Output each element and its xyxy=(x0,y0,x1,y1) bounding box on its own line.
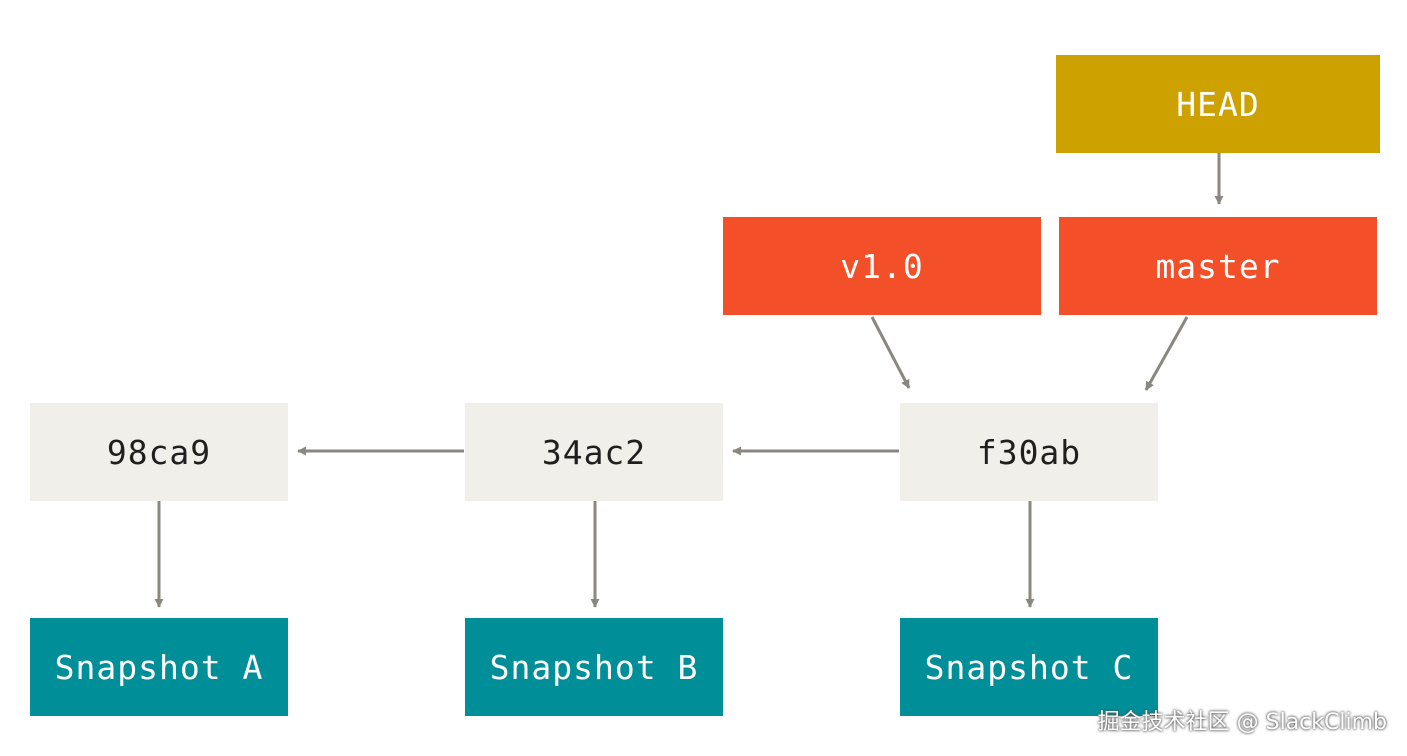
branch-label: master xyxy=(1155,246,1281,286)
snapshot-node-b: Snapshot B xyxy=(465,618,723,716)
snapshot-label: Snapshot B xyxy=(489,647,699,687)
watermark-text: 掘金技术社区 @ SlackClimb xyxy=(1097,710,1387,735)
snapshot-label: Snapshot A xyxy=(54,647,264,687)
commit-node-98ca9: 98ca9 xyxy=(30,403,288,501)
tag-v1-node: v1.0 xyxy=(723,217,1041,315)
branch-master-node: master xyxy=(1059,217,1377,315)
head-label: HEAD xyxy=(1176,84,1260,124)
snapshot-node-a: Snapshot A xyxy=(30,618,288,716)
arrow-master-to-f30ab xyxy=(1144,316,1189,391)
commit-node-f30ab: f30ab xyxy=(900,403,1158,501)
head-pointer: HEAD xyxy=(1056,55,1380,153)
commit-id: 34ac2 xyxy=(541,432,647,472)
commit-id: 98ca9 xyxy=(106,432,212,472)
snapshot-node-c: Snapshot C xyxy=(900,618,1158,716)
commit-id: f30ab xyxy=(976,432,1082,472)
arrow-v1-to-f30ab xyxy=(870,316,911,389)
tag-label: v1.0 xyxy=(840,246,924,286)
commit-node-34ac2: 34ac2 xyxy=(465,403,723,501)
snapshot-label: Snapshot C xyxy=(924,647,1134,687)
